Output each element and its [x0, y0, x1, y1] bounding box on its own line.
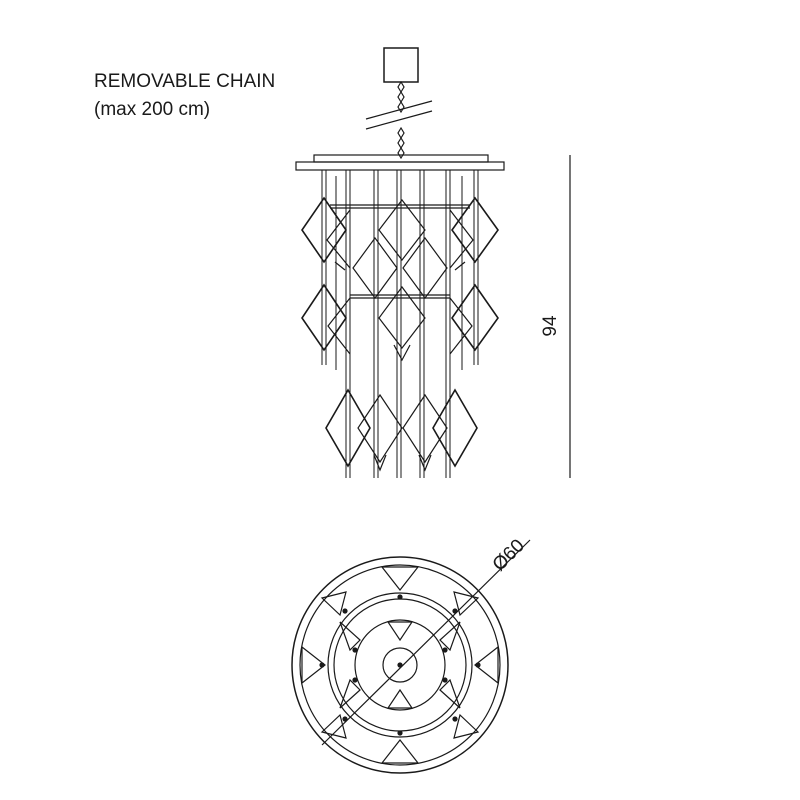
diameter-dimension-line — [321, 539, 531, 746]
inner-ring — [354, 619, 446, 711]
canopy-circle — [382, 647, 418, 683]
glass-elements-row-4 — [325, 388, 478, 472]
chain-max-length-label: (max 200 cm) — [94, 99, 211, 120]
plan-hook-points — [319, 594, 481, 736]
height-dimension-label: 94 — [540, 315, 561, 337]
chain-break-line-top — [365, 100, 433, 120]
glass-elements-row-1 — [301, 196, 499, 269]
removable-chain-label: REMOVABLE CHAIN — [94, 71, 276, 92]
plan-glass-elements — [301, 566, 499, 764]
diameter-dimension-label: Ø60 — [489, 535, 529, 575]
chain-break-line-bottom — [365, 110, 433, 130]
outer-ring-inner — [299, 564, 501, 766]
glass-elements-row-2 — [334, 236, 466, 300]
top-ring — [295, 161, 505, 171]
suspension-chain — [397, 80, 405, 160]
center-point — [397, 662, 403, 668]
outer-ring — [291, 556, 509, 774]
glass-elements-row-3 — [301, 283, 499, 362]
middle-ring — [327, 592, 473, 738]
